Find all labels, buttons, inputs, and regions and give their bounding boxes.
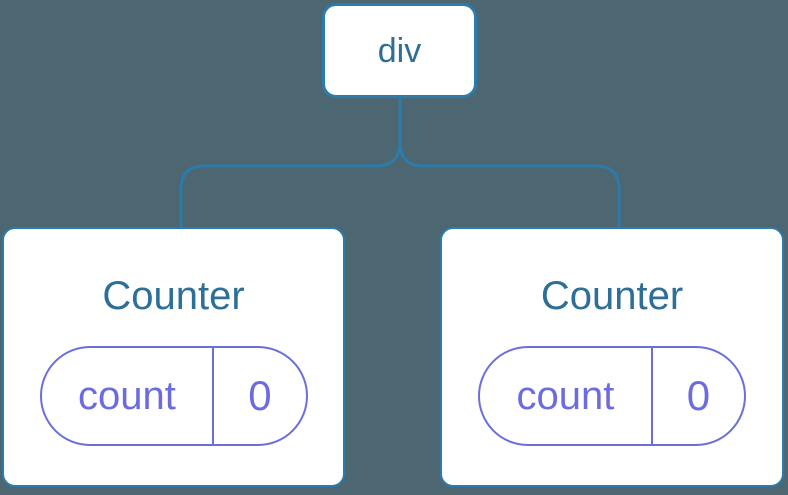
counter-title: Counter <box>540 274 684 318</box>
root-node-label: div <box>377 31 422 70</box>
state-value: 0 <box>248 372 272 419</box>
state-pill: count 0 <box>478 346 746 446</box>
counter-title: Counter <box>102 274 245 318</box>
connector-path <box>179 94 621 231</box>
state-key-label: count <box>480 348 653 444</box>
state-value: 0 <box>686 372 711 419</box>
state-pill: count 0 <box>39 346 308 446</box>
counter-card-right: Counter count 0 <box>440 227 784 487</box>
counter-card-left: Counter count 0 <box>2 227 345 487</box>
state-key-label: count <box>42 348 215 444</box>
root-node-div: div <box>322 3 477 98</box>
